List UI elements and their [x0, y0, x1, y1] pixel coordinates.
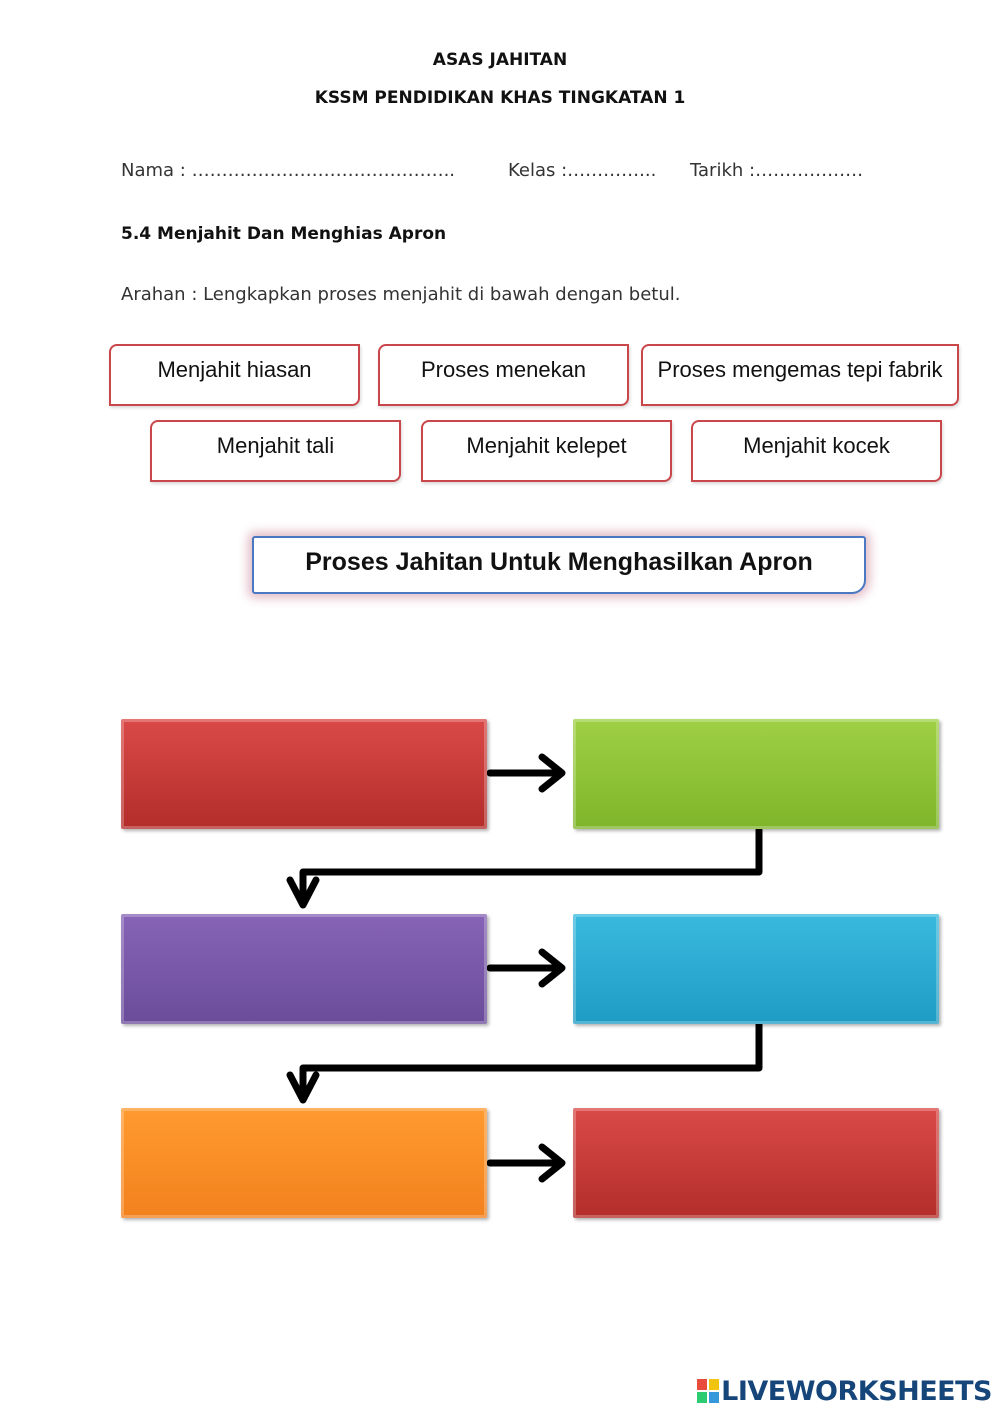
nama-field: Nama : ……………………………………..	[121, 160, 456, 181]
kelas-field: Kelas :…………...	[508, 160, 657, 181]
process-box-1[interactable]	[121, 719, 487, 829]
word-label: Menjahit hiasan	[157, 357, 312, 382]
word-bank-item[interactable]: Proses mengemas tepi fabrik	[641, 344, 959, 406]
word-bank-item[interactable]: Proses menekan	[378, 344, 629, 406]
process-box-4[interactable]	[573, 914, 939, 1024]
word-label: Proses menekan	[420, 357, 587, 382]
process-box-2[interactable]	[573, 719, 939, 829]
liveworksheets-logo-icon	[697, 1379, 720, 1403]
arrow-down-2	[286, 1020, 763, 1104]
process-box-6[interactable]	[573, 1108, 939, 1218]
process-box-5[interactable]	[121, 1108, 487, 1218]
arrow-right-1	[486, 753, 566, 793]
arrow-right-2	[486, 948, 566, 988]
flow-title-box: Proses Jahitan Untuk Menghasilkan Apron	[252, 536, 866, 594]
arrow-down-1	[286, 826, 763, 909]
word-bank-item[interactable]: Menjahit kocek	[691, 420, 942, 482]
document-title: ASAS JAHITAN	[432, 50, 568, 70]
word-label: Proses mengemas tepi fabrik	[657, 357, 943, 382]
word-label: Menjahit tali	[216, 433, 335, 458]
instruction-text: Arahan : Lengkapkan proses menjahit di b…	[121, 284, 681, 305]
process-box-3[interactable]	[121, 914, 487, 1024]
word-bank-item[interactable]: Menjahit kelepet	[421, 420, 672, 482]
word-label: Menjahit kelepet	[466, 433, 627, 458]
document-subtitle: KSSM PENDIDIKAN KHAS TINGKATAN 1	[314, 88, 686, 108]
liveworksheets-logo-text: LIVEWORKSHEETS	[721, 1376, 992, 1407]
arrow-right-3	[486, 1143, 566, 1183]
word-bank-item[interactable]: Menjahit hiasan	[109, 344, 360, 406]
flow-title: Proses Jahitan Untuk Menghasilkan Apron	[305, 548, 813, 576]
word-bank-item[interactable]: Menjahit tali	[150, 420, 401, 482]
tarikh-field: Tarikh :………………	[690, 160, 864, 181]
word-label: Menjahit kocek	[743, 433, 890, 458]
liveworksheets-logo: LIVEWORKSHEETS	[697, 1376, 992, 1407]
section-title: 5.4 Menjahit Dan Menghias Apron	[121, 224, 447, 244]
